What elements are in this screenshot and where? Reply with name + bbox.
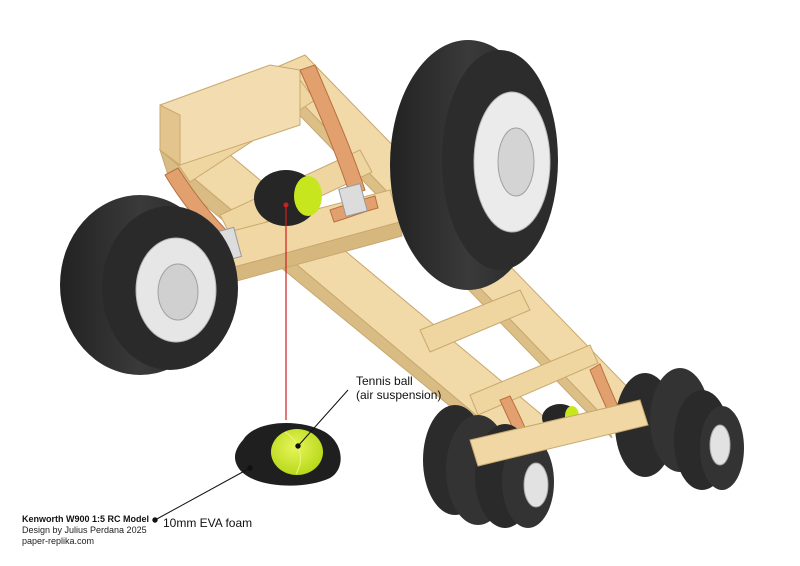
mounted-tennis-ball [254,170,322,226]
rear-left-dual-tires [423,405,554,528]
red-leader-line [283,202,289,420]
eva-foam-label: 10mm EVA foam [163,516,253,530]
callout-lines [152,389,349,523]
front-left-tire [60,195,238,375]
tennis-ball-label-line1: Tennis ball [356,374,413,388]
credits-designer: Design by Julius Perdana 2025 [22,525,147,535]
exploded-tennis-ball [234,422,341,486]
rear-axle [469,399,649,467]
tennis-ball-label-line2: (air suspension) [356,388,442,402]
front-right-tire [390,40,558,290]
credits-title: Kenworth W900 1:5 RC Model [22,514,150,524]
credits-block: Kenworth W900 1:5 RC Model Design by Jul… [22,514,149,547]
rear-right-dual-tires [615,368,744,490]
credits-website: paper-replika.com [22,536,95,546]
tennis-ball-label: Tennis ball (air suspension) [356,374,441,402]
